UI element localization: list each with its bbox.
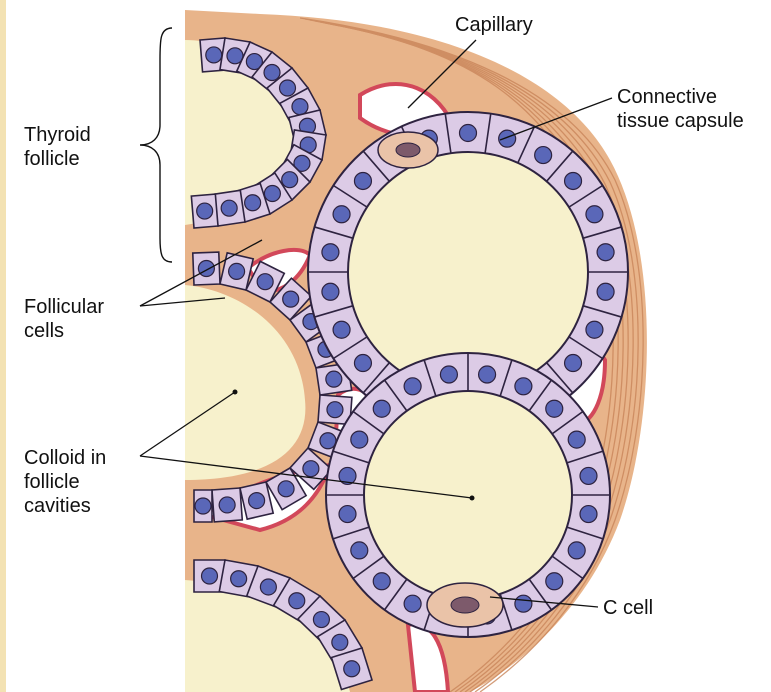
follicular-cell-nucleus: [546, 573, 563, 590]
follicular-cell-nucleus: [264, 64, 280, 80]
follicular-cell-nucleus: [354, 172, 371, 189]
colloid: [364, 391, 572, 599]
follicular-cell-nucleus: [373, 400, 390, 417]
follicular-cell-nucleus: [373, 573, 390, 590]
label-colloid-line3: cavities: [24, 495, 91, 518]
follicular-cell-nucleus: [231, 571, 247, 587]
follicular-cell-nucleus: [249, 493, 265, 509]
follicular-cell-nucleus: [278, 481, 294, 497]
follicular-cell-nucleus: [202, 568, 218, 584]
follicular-cell-nucleus: [327, 402, 343, 418]
follicular-cell-nucleus: [322, 283, 339, 300]
follicular-cell-nucleus: [322, 244, 339, 261]
follicular-cell-nucleus: [568, 431, 585, 448]
follicular-cell-nucleus: [597, 244, 614, 261]
follicular-cell-nucleus: [289, 593, 305, 609]
label-c-cell: C cell: [603, 597, 653, 620]
follicular-cell-nucleus: [597, 283, 614, 300]
follicular-cell-nucleus: [326, 371, 342, 387]
follicular-cell-nucleus: [260, 579, 276, 595]
follicular-cell-nucleus: [303, 461, 319, 477]
follicular-cell-nucleus: [283, 291, 299, 307]
follicular-cell-nucleus: [479, 366, 496, 383]
follicular-cell-nucleus: [565, 172, 582, 189]
follicular-cell-nucleus: [280, 80, 296, 96]
follicular-cell-nucleus: [535, 147, 552, 164]
follicular-cell-nucleus: [333, 206, 350, 223]
follicular-cell-nucleus: [580, 506, 597, 523]
follicular-cell-nucleus: [198, 261, 214, 277]
follicular-cell-nucleus: [565, 355, 582, 372]
follicular-cell-nucleus: [257, 274, 273, 290]
follicular-cell-nucleus: [568, 542, 585, 559]
c-cell-nucleus: [396, 143, 420, 157]
follicular-cell-nucleus: [245, 195, 261, 211]
label-colloid-line2: follicle: [24, 471, 80, 494]
follicular-cell-nucleus: [515, 595, 532, 612]
label-connective-tissue-capsule-line1: Connective: [617, 86, 717, 109]
label-thyroid-follicle-line2: follicle: [24, 148, 80, 171]
label-follicular-cells-line2: cells: [24, 320, 64, 343]
follicular-cell-nucleus: [404, 378, 421, 395]
follicular-cell-nucleus: [292, 99, 308, 115]
follicular-cell-nucleus: [282, 172, 298, 188]
follicular-cell-nucleus: [229, 263, 245, 279]
follicular-cell-nucleus: [586, 321, 603, 338]
follicular-cell-nucleus: [354, 355, 371, 372]
follicular-cell-nucleus: [219, 497, 235, 513]
follicular-cell-nucleus: [264, 186, 280, 202]
label-capillary: Capillary: [455, 14, 533, 37]
leader-dot: [470, 496, 475, 501]
follicular-cell-nucleus: [332, 634, 348, 650]
follicular-cell-nucleus: [221, 200, 237, 216]
label-connective-tissue-capsule-line2: tissue capsule: [617, 110, 744, 133]
follicular-cell-nucleus: [351, 542, 368, 559]
follicular-cell-nucleus: [333, 321, 350, 338]
label-thyroid-follicle-line1: Thyroid: [24, 124, 91, 147]
follicular-cell-nucleus: [339, 506, 356, 523]
follicular-cell-nucleus: [195, 498, 211, 514]
follicular-cell-nucleus: [586, 206, 603, 223]
follicular-cell-nucleus: [206, 47, 222, 63]
label-colloid-line1: Colloid in: [24, 447, 106, 470]
follicular-cell-nucleus: [404, 595, 421, 612]
follicular-cell-nucleus: [546, 400, 563, 417]
follicular-cell-nucleus: [460, 125, 477, 142]
c-cell-nucleus: [451, 597, 479, 613]
follicular-cell-nucleus: [313, 612, 329, 628]
follicular-cell-nucleus: [351, 431, 368, 448]
leader-dot: [233, 390, 238, 395]
follicular-cell-nucleus: [197, 203, 213, 219]
follicular-cell-nucleus: [440, 366, 457, 383]
follicular-cell-nucleus: [515, 378, 532, 395]
follicular-cell-nucleus: [580, 467, 597, 484]
follicular-cell-nucleus: [499, 130, 516, 147]
label-follicular-cells-line1: Follicular: [24, 296, 104, 319]
follicular-cell-nucleus: [344, 661, 360, 677]
